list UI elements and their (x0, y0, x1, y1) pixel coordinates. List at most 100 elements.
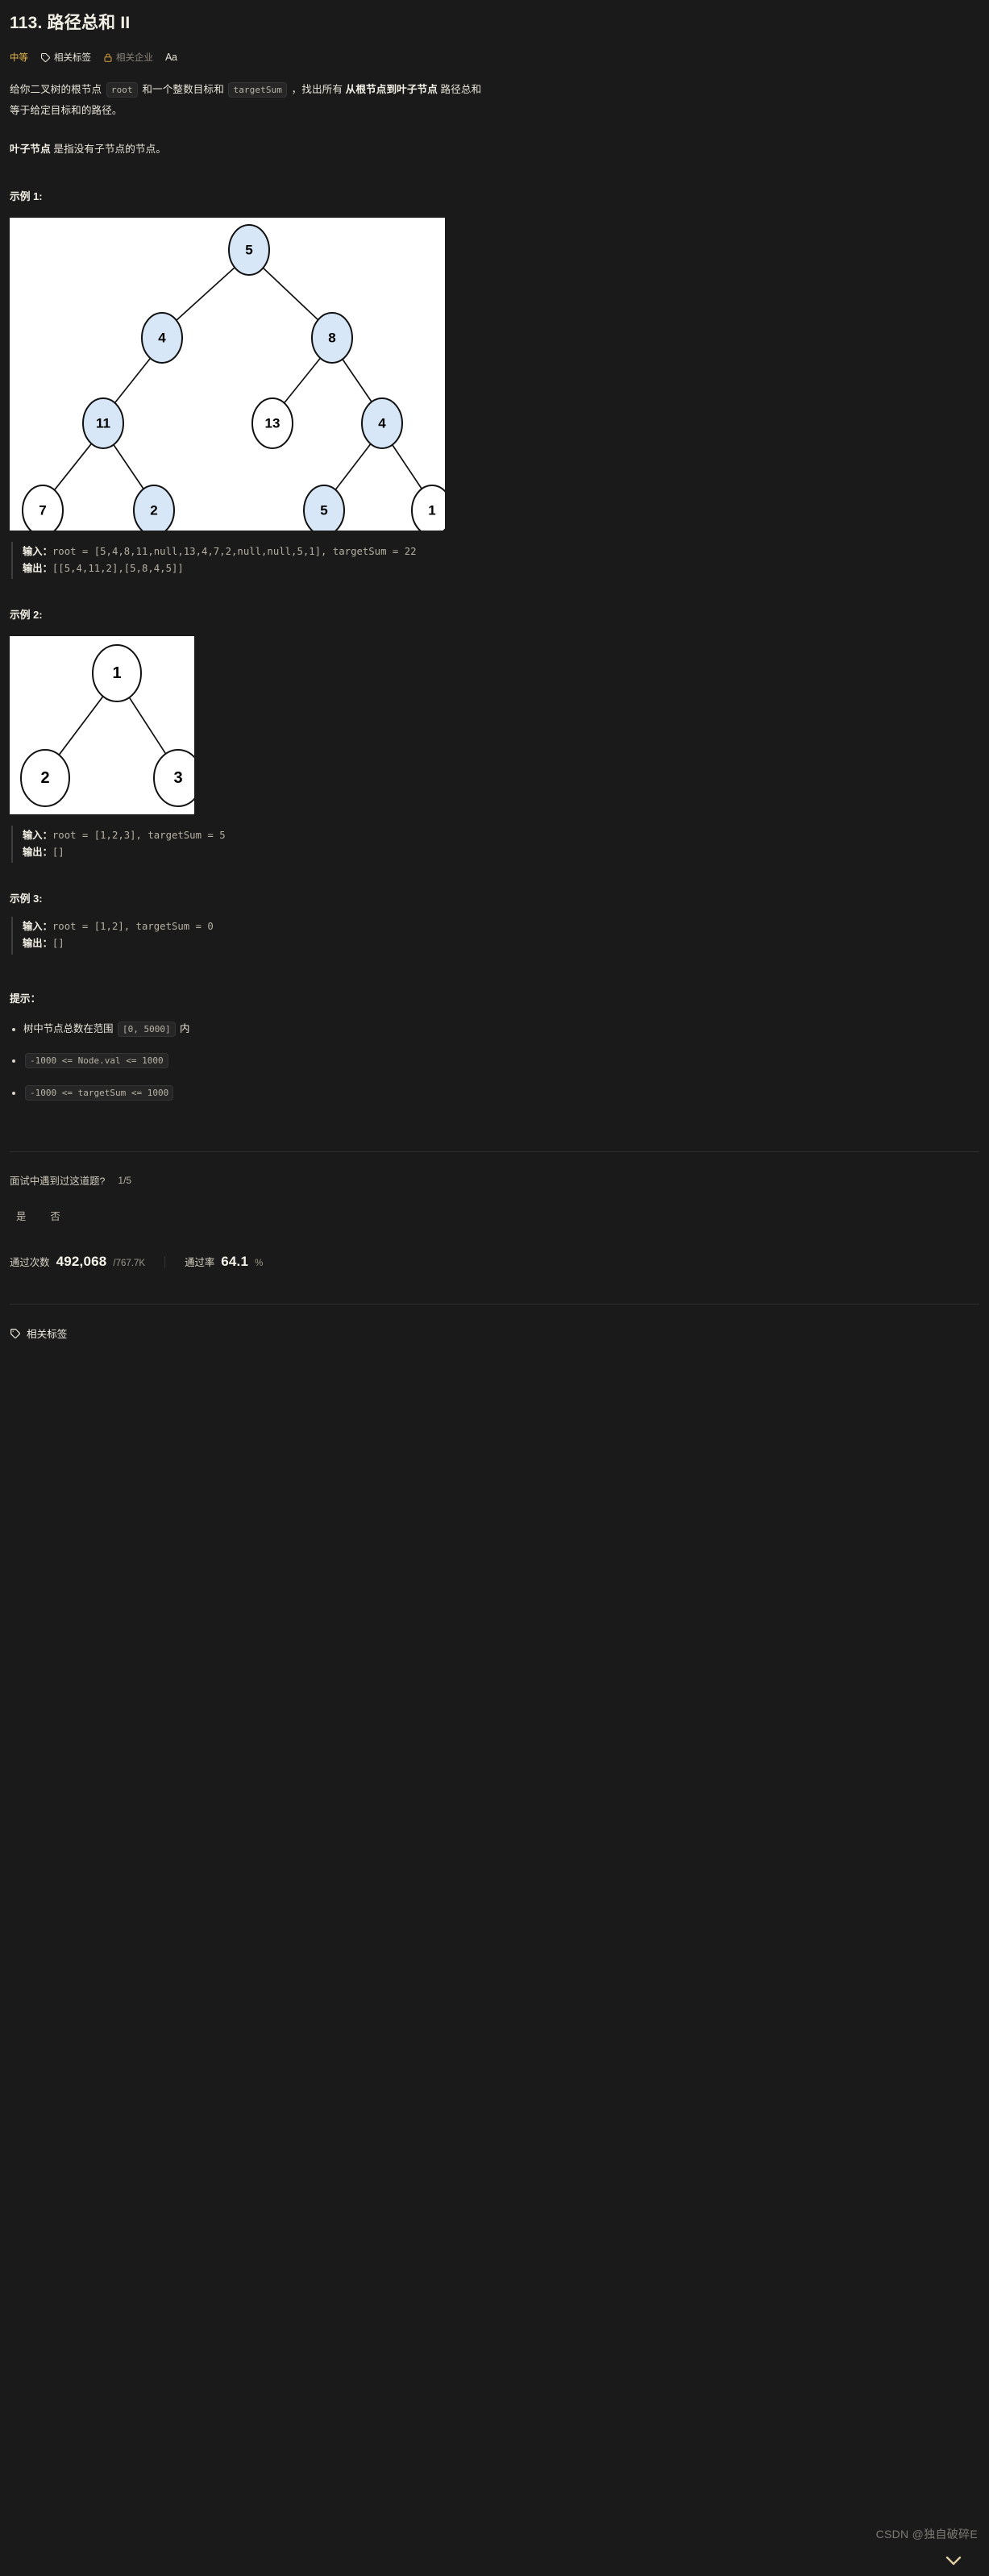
tree-node: 2 (133, 484, 175, 536)
tree-node-label: 2 (40, 769, 49, 787)
tree-edge (113, 356, 152, 405)
tree-node-label: 1 (112, 664, 121, 682)
difficulty-label: 中等 (10, 53, 28, 64)
tree-edge (127, 695, 168, 756)
tree-node-label: 4 (158, 330, 166, 345)
output-value: [] (52, 938, 64, 950)
output-value: [[5,4,11,2],[5,8,4,5]] (52, 562, 184, 574)
tree-edge (282, 356, 322, 405)
tree-node: 8 (311, 311, 353, 364)
tree-edge (174, 265, 237, 323)
tree-node-label: 7 (39, 502, 46, 518)
problem-page: 113. 路径总和 II 中等 相关标签 相关企业 (0, 0, 979, 1341)
desc-text-c: ，找出所有 (289, 84, 346, 96)
hint-pre: 树中节点总数在范围 (23, 1022, 116, 1034)
tree-edge (56, 694, 106, 757)
tree-node: 2 (20, 748, 70, 807)
tree-node-label: 2 (150, 502, 157, 518)
tree-edge (111, 442, 146, 491)
example-1-code-block: 输入：root = [5,4,8,11,null,13,4,7,2,null,n… (11, 541, 479, 579)
acceptance-rate-value: 64.1 (221, 1254, 249, 1270)
chevron-down-icon[interactable] (945, 2555, 962, 2570)
tree-edge (261, 265, 320, 322)
example-3-output-line: 输出：[] (23, 935, 479, 952)
hints-heading: 提示： (10, 992, 41, 1005)
example-1-heading: 示例 1: (10, 189, 43, 202)
output-label: 输出： (23, 847, 52, 859)
example-1-tree-figure: 5 4 8 11 13 4 7 2 5 1 (10, 217, 453, 536)
desc-text-b: 和一个整数目标和 (139, 84, 227, 96)
tree-edge (340, 356, 374, 404)
tree-node-label: 11 (96, 415, 110, 431)
related-tags-bottom-label: 相关标签 (27, 1329, 68, 1341)
related-tags-row[interactable]: 相关标签 (10, 1325, 484, 1341)
accepted-value: 492,068 (56, 1254, 107, 1270)
tree-edge (390, 442, 424, 491)
input-label: 输入： (23, 829, 52, 841)
desc-text-d: 路径总和等于给定目标和的路径。 (10, 84, 482, 117)
stats-row: 通过次数 492,068 /767.7K 通过率 64.1 % (10, 1254, 484, 1270)
tree-node: 5 (303, 484, 345, 536)
hints-list: 树中节点总数在范围 [0, 5000] 内 -1000 <= Node.val … (10, 1021, 484, 1102)
tag-icon (40, 52, 51, 63)
tree-node: 1 (92, 643, 142, 702)
tree-node: 4 (141, 311, 183, 364)
tree-node-label: 5 (320, 502, 327, 518)
footer-divider-bottom (10, 1304, 979, 1305)
desc-text-leaf-rest: 是指没有子节点的节点。 (50, 143, 167, 155)
page-title: 113. 路径总和 II (10, 14, 131, 32)
lock-icon (103, 52, 113, 63)
desc-bold-leaf: 叶子节点 (10, 143, 51, 155)
tree-node: 11 (82, 397, 124, 449)
example-3-code-block: 输入：root = [1,2], targetSum = 0 输出：[] (11, 917, 479, 955)
acceptance-rate-stat[interactable]: 通过率 64.1 % (185, 1254, 263, 1270)
output-label: 输出： (23, 938, 52, 950)
tree-node-label: 1 (428, 502, 435, 518)
related-companies-label: 相关企业 (116, 53, 153, 64)
input-label: 输入： (23, 545, 52, 557)
footer-divider-top (10, 1151, 979, 1153)
tree-edge (52, 441, 93, 492)
answer-yes-button[interactable]: 是 (16, 1211, 27, 1223)
related-companies-button[interactable]: 相关企业 (103, 51, 153, 64)
example-2-output-line: 输出：[] (23, 844, 479, 861)
hint-item: -1000 <= Node.val <= 1000 (10, 1053, 484, 1069)
problem-description-2: 叶子节点 是指没有子节点的节点。 (10, 139, 484, 160)
related-tags-button[interactable]: 相关标签 (40, 51, 91, 64)
example-3-heading: 示例 3: (10, 893, 43, 905)
answer-no-button[interactable]: 否 (50, 1211, 60, 1223)
example-1-input-line: 输入：root = [5,4,8,11,null,13,4,7,2,null,n… (23, 543, 479, 560)
tree-node: 5 (228, 223, 270, 276)
accepted-label: 通过次数 (10, 1257, 50, 1269)
hint-code: -1000 <= targetSum <= 1000 (25, 1085, 174, 1101)
interview-question-label: 面试中遇到过这道题? (10, 1176, 106, 1188)
example-1-output-line: 输出：[[5,4,11,2],[5,8,4,5]] (23, 560, 479, 577)
input-label: 输入： (23, 921, 52, 933)
interview-question-count: 1/5 (118, 1175, 132, 1187)
accepted-total: /767.7K (113, 1259, 146, 1269)
tree-node-label: 5 (245, 242, 252, 257)
difficulty-badge[interactable]: 中等 (10, 51, 28, 64)
meta-row: 中等 相关标签 相关企业 Aa (10, 51, 484, 64)
example-3-input-line: 输入：root = [1,2], targetSum = 0 (23, 918, 479, 935)
input-value: root = [1,2,3], targetSum = 5 (52, 829, 226, 841)
tree-node: 13 (251, 397, 293, 449)
stats-separator (164, 1255, 166, 1268)
desc-text-a: 给你二叉树的根节点 (10, 84, 105, 96)
tree-node: 4 (361, 397, 403, 449)
hint-code: [0, 5000] (117, 1021, 176, 1037)
hint-item: 树中节点总数在范围 [0, 5000] 内 (10, 1021, 484, 1038)
font-size-button[interactable]: Aa (165, 52, 177, 63)
example-2-heading: 示例 2: (10, 608, 43, 621)
tree-node-label: 4 (378, 415, 386, 431)
output-label: 输出： (23, 562, 52, 574)
related-tags-label: 相关标签 (54, 53, 91, 64)
tag-icon (10, 1328, 21, 1339)
binary-tree-diagram-1: 5 4 8 11 13 4 7 2 5 1 (22, 223, 453, 536)
acceptance-rate-unit: % (255, 1259, 264, 1269)
hint-item: -1000 <= targetSum <= 1000 (10, 1085, 484, 1101)
accepted-stat[interactable]: 通过次数 492,068 /767.7K (10, 1254, 145, 1270)
output-value: [] (52, 847, 64, 859)
hint-code: -1000 <= Node.val <= 1000 (25, 1053, 168, 1069)
